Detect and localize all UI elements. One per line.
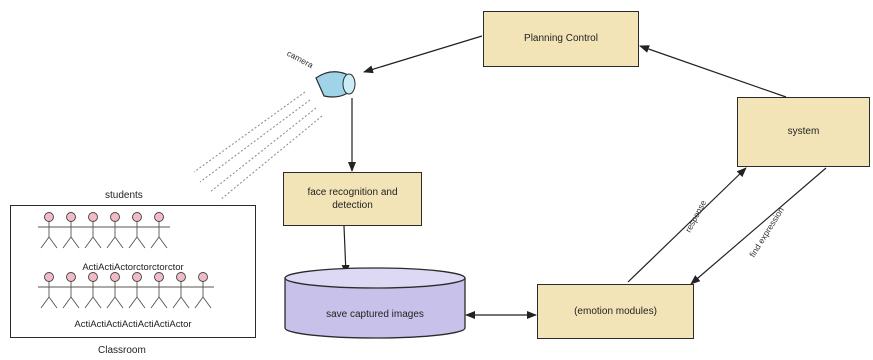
student-actor-icon [126, 212, 148, 249]
actors-row-2-label: ActiActiActiActiActiActiActor [74, 319, 192, 330]
student-actor-icon [38, 272, 60, 309]
student-actor-icon [82, 212, 104, 249]
student-actor-icon [60, 212, 82, 249]
student-actor-icon [104, 212, 126, 249]
planning-control-node: Planning Control [483, 11, 639, 67]
student-actor-icon [126, 272, 148, 309]
emotion-modules-node: (emotion modules) [537, 284, 694, 339]
arrow-planning-to-camera [363, 35, 483, 74]
students-title: students [105, 190, 143, 201]
arrow-system-to-planning [639, 45, 787, 98]
arrow-face-to-database [341, 225, 350, 275]
classroom-box: ActiActiActorctorctorctor ActiActiActiAc… [10, 205, 256, 338]
camera-view-lines [193, 91, 323, 201]
arrow-find-expression [690, 167, 827, 285]
actors-row-1-label: ActiActiActorctorctorctor [82, 262, 184, 273]
student-actor-icon [104, 272, 126, 309]
student-actor-icon [192, 272, 214, 309]
student-actor-icon [148, 272, 170, 309]
student-actor-icon [170, 272, 192, 309]
database-label: save captured images [326, 309, 424, 320]
system-node: system [737, 97, 870, 167]
arrow-response [627, 167, 747, 283]
database-cylinder [284, 267, 466, 339]
student-actor-icon [60, 272, 82, 309]
classroom-caption: Classroom [98, 345, 146, 356]
student-actor-icon [148, 212, 170, 249]
face-recognition-node: face recognition and detection [283, 172, 422, 226]
edge-label-response: response [683, 198, 708, 234]
camera-icon [315, 71, 356, 98]
student-actor-icon [82, 272, 104, 309]
student-actor-icon [38, 212, 60, 249]
actors-row-1 [38, 212, 214, 309]
edge-label-expression: find expression [747, 205, 786, 259]
